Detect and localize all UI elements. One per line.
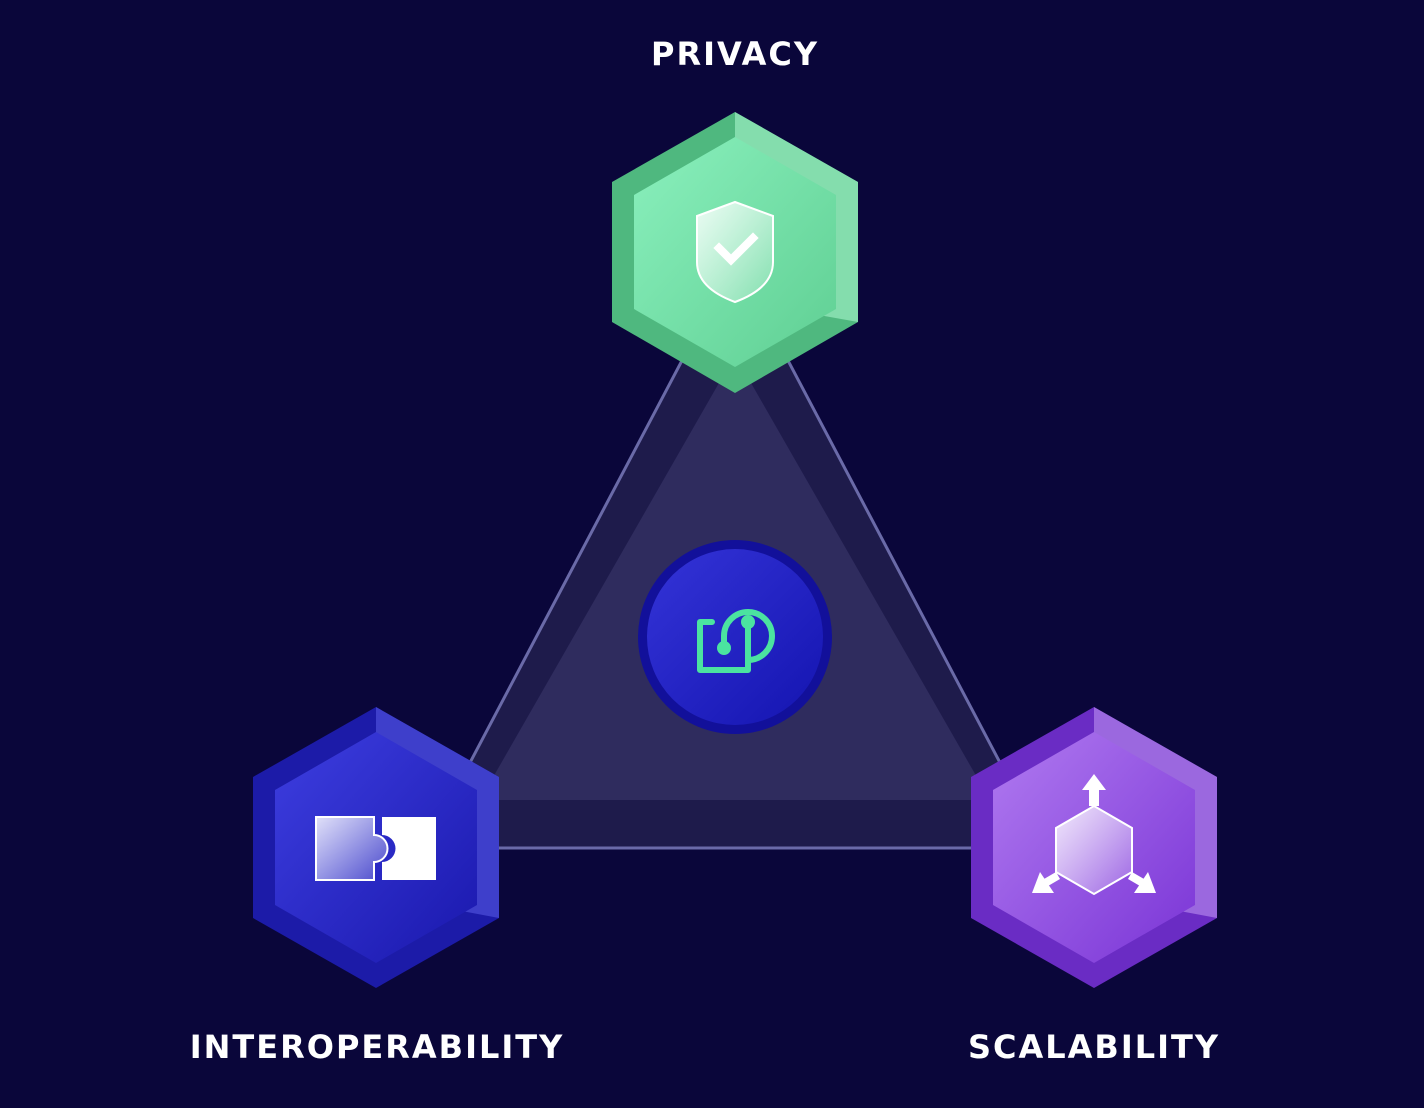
expanding-cube-icon: [1032, 774, 1156, 896]
center-logo: [638, 540, 832, 734]
scalability-node: [971, 707, 1217, 988]
privacy-label: PRIVACY: [651, 35, 819, 73]
shield-check-icon: [696, 200, 774, 304]
interoperability-label: INTEROPERABILITY: [190, 1028, 565, 1066]
puzzle-piece-icon: [315, 816, 436, 881]
interoperability-node: [253, 707, 499, 988]
logo-icon: [697, 609, 775, 673]
privacy-node: [612, 112, 858, 393]
scalability-label: SCALABILITY: [968, 1028, 1220, 1066]
